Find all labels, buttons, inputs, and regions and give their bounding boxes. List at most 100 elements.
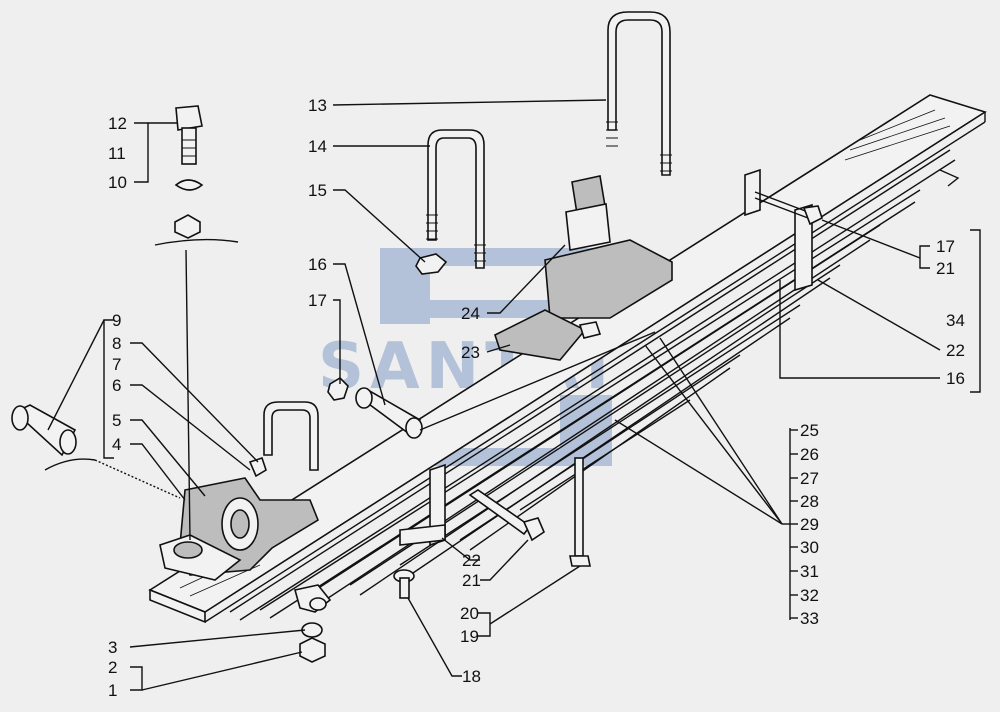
callout-5: 5 bbox=[112, 411, 121, 430]
bracket-17-21 bbox=[919, 245, 930, 269]
callout-6: 6 bbox=[112, 376, 121, 395]
callout-21-right: 21 bbox=[936, 259, 955, 278]
leader-17-21 bbox=[821, 219, 921, 259]
callout-22: 22 bbox=[462, 551, 481, 570]
leader-8 bbox=[130, 342, 259, 463]
leader-16-left bbox=[333, 263, 386, 406]
pin-16-end bbox=[405, 417, 423, 439]
callout-16: 16 bbox=[308, 255, 327, 274]
callout-30: 30 bbox=[800, 538, 819, 557]
leader-17-left bbox=[333, 299, 341, 384]
bolt-axis bbox=[185, 249, 191, 541]
leaf-tip-clip bbox=[939, 169, 960, 187]
bolt-12-head bbox=[175, 105, 203, 131]
leader-6 bbox=[130, 384, 251, 471]
leader-15 bbox=[333, 189, 426, 263]
clip-bolt bbox=[754, 197, 809, 219]
assembly-axis bbox=[94, 459, 181, 499]
callout-17-right: 17 bbox=[936, 237, 955, 256]
bracket-bore bbox=[230, 509, 250, 539]
callout-19: 19 bbox=[460, 627, 479, 646]
u-bolt-large bbox=[606, 11, 672, 176]
leader-5 bbox=[130, 419, 206, 497]
leader-29 bbox=[614, 419, 783, 525]
callout-27: 27 bbox=[800, 469, 819, 488]
leader-19 bbox=[489, 565, 581, 625]
callout-16-right: 16 bbox=[946, 369, 965, 388]
bracket-34 bbox=[970, 229, 981, 393]
leaf-6-under bbox=[409, 317, 791, 576]
callout-14: 14 bbox=[308, 137, 327, 156]
callout-2: 2 bbox=[108, 658, 117, 677]
bushing-end bbox=[11, 405, 29, 431]
nut-15 bbox=[415, 253, 448, 275]
callout-34: 34 bbox=[946, 311, 965, 330]
washer-11 bbox=[174, 179, 204, 191]
callout-29: 29 bbox=[800, 515, 819, 534]
bolt-12-shank bbox=[181, 127, 197, 165]
leader-3 bbox=[129, 629, 306, 648]
pin-16-end bbox=[355, 387, 373, 409]
bushing-sweep bbox=[44, 458, 96, 471]
leader-13 bbox=[332, 99, 607, 106]
leader-16-right bbox=[779, 280, 940, 379]
bracket-4-9 bbox=[103, 319, 114, 459]
callout-22-right: 22 bbox=[946, 341, 965, 360]
leader-1 bbox=[141, 651, 303, 691]
callout-31: 31 bbox=[800, 562, 819, 581]
callout-33: 33 bbox=[800, 609, 819, 628]
leaf-4 bbox=[299, 224, 881, 601]
callout-12: 12 bbox=[108, 114, 127, 133]
leader-22 bbox=[441, 537, 480, 561]
leaf-4-under bbox=[309, 239, 871, 611]
bolt-stack bbox=[154, 105, 239, 541]
callout-7: 7 bbox=[112, 355, 121, 374]
callout-20: 20 bbox=[460, 604, 479, 623]
saddle-nut bbox=[578, 321, 602, 339]
leaf-2 bbox=[229, 149, 951, 613]
bump-stop-base bbox=[565, 203, 611, 251]
u-bolt-13 bbox=[607, 11, 671, 176]
bolt-19-shank bbox=[574, 457, 584, 557]
bolt-18-shank bbox=[399, 577, 410, 599]
clip-bolt bbox=[754, 191, 809, 213]
callout-1: 1 bbox=[108, 681, 117, 700]
callout-23: 23 bbox=[461, 343, 480, 362]
callout-26: 26 bbox=[800, 445, 819, 464]
leader-18 bbox=[407, 597, 462, 677]
callout-11: 11 bbox=[108, 144, 126, 163]
bracket-19-20 bbox=[478, 612, 491, 637]
callout-9: 9 bbox=[112, 311, 121, 330]
clip-nut bbox=[802, 205, 823, 226]
leader-21 bbox=[480, 539, 529, 581]
leaf-8 bbox=[519, 399, 691, 511]
bracket-hole bbox=[173, 541, 203, 559]
leaf-2-under bbox=[239, 159, 956, 621]
leader-lines bbox=[47, 99, 981, 691]
callout-3: 3 bbox=[108, 638, 117, 657]
bushing-end bbox=[59, 429, 77, 455]
callout-25: 25 bbox=[800, 421, 819, 440]
bracket-10-12 bbox=[134, 122, 149, 183]
u-bolt-front bbox=[263, 401, 319, 471]
leader-9 bbox=[47, 319, 105, 431]
bolt-19-head bbox=[569, 555, 591, 567]
callout-15: 15 bbox=[308, 181, 327, 200]
leader-24 bbox=[487, 244, 566, 314]
callout-8: 8 bbox=[112, 334, 121, 353]
sweep-arc bbox=[154, 238, 239, 246]
clip-plate bbox=[794, 203, 813, 292]
u-bolt-small bbox=[415, 129, 486, 275]
leader-23 bbox=[486, 344, 511, 353]
bolt-head bbox=[522, 517, 545, 542]
bolt-19 bbox=[569, 457, 591, 567]
callout-32: 32 bbox=[800, 586, 819, 605]
u-bolt-14 bbox=[427, 129, 485, 269]
leader-29 bbox=[644, 344, 783, 525]
callout-24: 24 bbox=[461, 304, 480, 323]
pad-23 bbox=[494, 309, 587, 361]
eye-hole bbox=[309, 597, 327, 611]
grease-fitting-6 bbox=[248, 456, 267, 478]
bolt-21-lower bbox=[468, 489, 545, 542]
